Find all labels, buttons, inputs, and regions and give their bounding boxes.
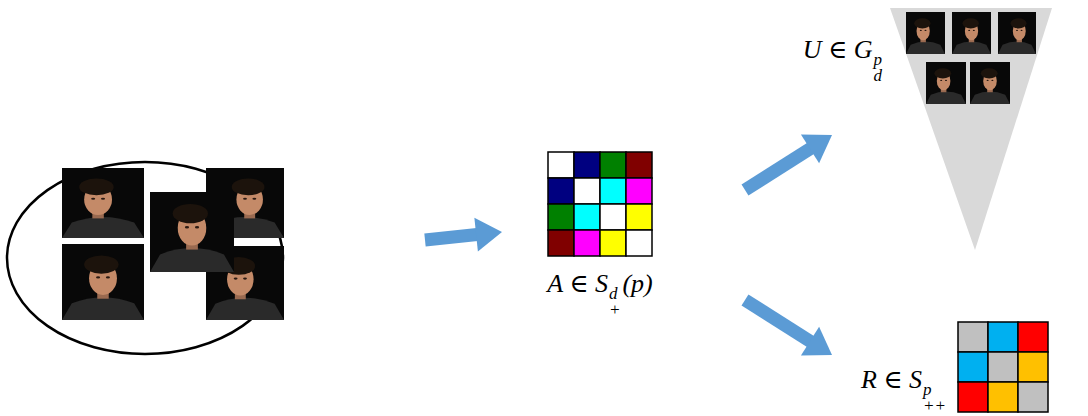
matrix-a-outline [548,152,652,256]
math-label: R ∈ Sp++ [861,364,948,414]
matrix-cell [988,322,1018,352]
matrix-cell [1018,352,1048,382]
block-arrow [425,218,502,252]
matrix-cell [988,352,1018,382]
face-photo [998,12,1036,54]
face-photo [906,12,945,54]
face-photo [150,192,234,272]
arrow-head [474,218,502,252]
math-label: U ∈ Gpd [803,34,884,84]
matrix-cell [958,352,988,382]
label-base: A ∈ S [547,269,608,298]
matrix-r-outline [958,322,1048,412]
matrix-cell [600,204,626,230]
label-part: p [923,382,946,398]
matrix-cell [548,230,574,256]
matrix-cell [626,204,652,230]
face-photo [62,168,144,238]
face-photo [62,244,144,320]
matrix-cell [626,152,652,178]
face-photo [970,62,1010,104]
matrix-cell [574,230,600,256]
face-photo [952,12,991,54]
matrix-cell [1018,322,1048,352]
arrow-shaft [745,300,811,342]
matrix-r: R ∈ Sp++ [958,322,1048,412]
matrix-cell [548,152,574,178]
arrow-head [801,327,832,356]
matrix-a: A ∈ Sd+(p) [548,152,652,256]
label-part: + [609,302,620,318]
image-set-ellipse [5,160,285,356]
block-arrow [745,300,832,355]
script-stack: d+ [609,286,620,318]
label-part: p [874,52,883,68]
math-label: A ∈ Sd+(p) [547,268,652,318]
matrix-cell [600,230,626,256]
matrix-cell [548,204,574,230]
matrix-cell [548,178,574,204]
label-part: d [874,68,883,84]
block-arrow [745,135,832,190]
matrix-cell [574,152,600,178]
script-stack: p++ [923,382,946,414]
matrix-cell [574,178,600,204]
face-photo [926,62,966,104]
matrix-cell [958,322,988,352]
matrix-cell [1018,382,1048,412]
script-stack: pd [874,52,883,84]
matrix-cell [626,178,652,204]
label-part: (p) [622,269,652,298]
arrow-shaft [425,235,477,240]
matrix-cell [600,178,626,204]
matrix-cell [626,230,652,256]
image-set-ellipse-outline [5,160,285,356]
matrix-cell [988,382,1018,412]
arrow-head [801,135,832,164]
subspace-triangle-outline [890,8,1052,250]
label-part: d [609,286,620,302]
matrix-cell [574,204,600,230]
matrix-cell [600,152,626,178]
matrix-cell [958,382,988,412]
arrow-shaft [745,148,811,190]
subspace-triangle: U ∈ Gpd [890,8,1052,250]
label-part: ++ [923,398,946,414]
label-base: U ∈ G [803,35,873,64]
label-base: R ∈ S [861,365,922,394]
